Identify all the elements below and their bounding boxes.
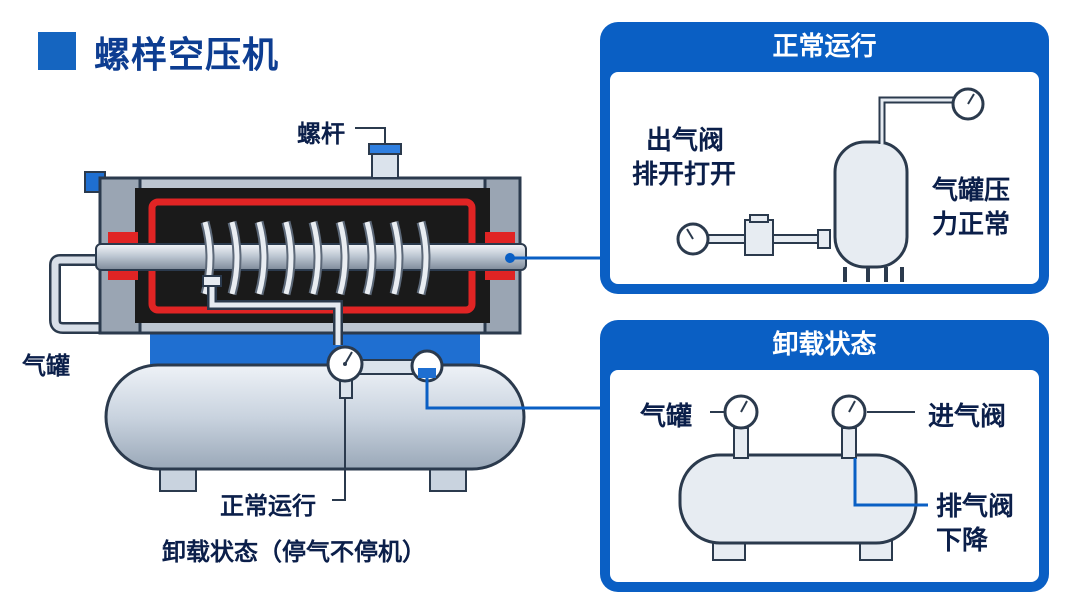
exhaust-valve-label-1: 排气阀 bbox=[936, 492, 1015, 522]
tank-pressure-label-2: 力正常 bbox=[932, 210, 1011, 240]
screw-callout-line bbox=[355, 127, 386, 145]
unload-diagram bbox=[678, 394, 928, 561]
outlet-valve-label-1: 出气阀 bbox=[646, 126, 725, 156]
page-title: 螺样空压机 bbox=[94, 35, 280, 76]
screw-shaft bbox=[95, 243, 527, 271]
outlet-valve-label-2: 排开打开 bbox=[632, 160, 737, 190]
title-marker bbox=[38, 32, 76, 70]
unload-state-panel: 卸载状态 气罐 进气阀 排气阀 下降 bbox=[600, 320, 1049, 592]
exhaust-valve-label-2: 下降 bbox=[936, 526, 989, 556]
normal-operation-label: 正常运行 bbox=[220, 492, 316, 520]
normal-tank bbox=[833, 140, 909, 269]
outlet-valve bbox=[744, 219, 774, 256]
pressure-gauge bbox=[326, 345, 364, 383]
normal-tank-gauge bbox=[951, 87, 985, 121]
unload-state-label: 卸载状态（停气不停机） bbox=[162, 538, 426, 566]
air-tank bbox=[104, 363, 526, 492]
unload-connector-line bbox=[425, 378, 600, 410]
normal-panel-body: 出气阀 排开打开 气罐压 力正常 bbox=[610, 72, 1039, 284]
unloader-valve bbox=[410, 349, 444, 383]
normal-callout-line bbox=[332, 398, 346, 501]
tank-pressure-label-1: 气罐压 bbox=[932, 176, 1011, 206]
unload-panel-body: 气罐 进气阀 排气阀 下降 bbox=[610, 370, 1039, 582]
normal-outlet-gauge bbox=[676, 222, 710, 256]
exhaust-callout-line bbox=[853, 458, 928, 507]
normal-diagram bbox=[676, 87, 985, 282]
tank-label: 气罐 bbox=[22, 352, 70, 380]
normal-panel-header: 正常运行 bbox=[772, 32, 877, 62]
compressor-illustration bbox=[49, 127, 600, 501]
unload-tank-label: 气罐 bbox=[640, 402, 693, 432]
unload-tank-gauge bbox=[723, 394, 759, 430]
inlet-valve-label: 进气阀 bbox=[928, 402, 1007, 432]
normal-operation-panel: 正常运行 出气阀 排开打开 bbox=[600, 22, 1049, 294]
unload-inlet-gauge bbox=[831, 394, 867, 430]
unload-panel-header: 卸载状态 bbox=[772, 330, 877, 360]
unload-tank bbox=[678, 453, 918, 545]
screw-label: 螺杆 bbox=[297, 120, 345, 148]
